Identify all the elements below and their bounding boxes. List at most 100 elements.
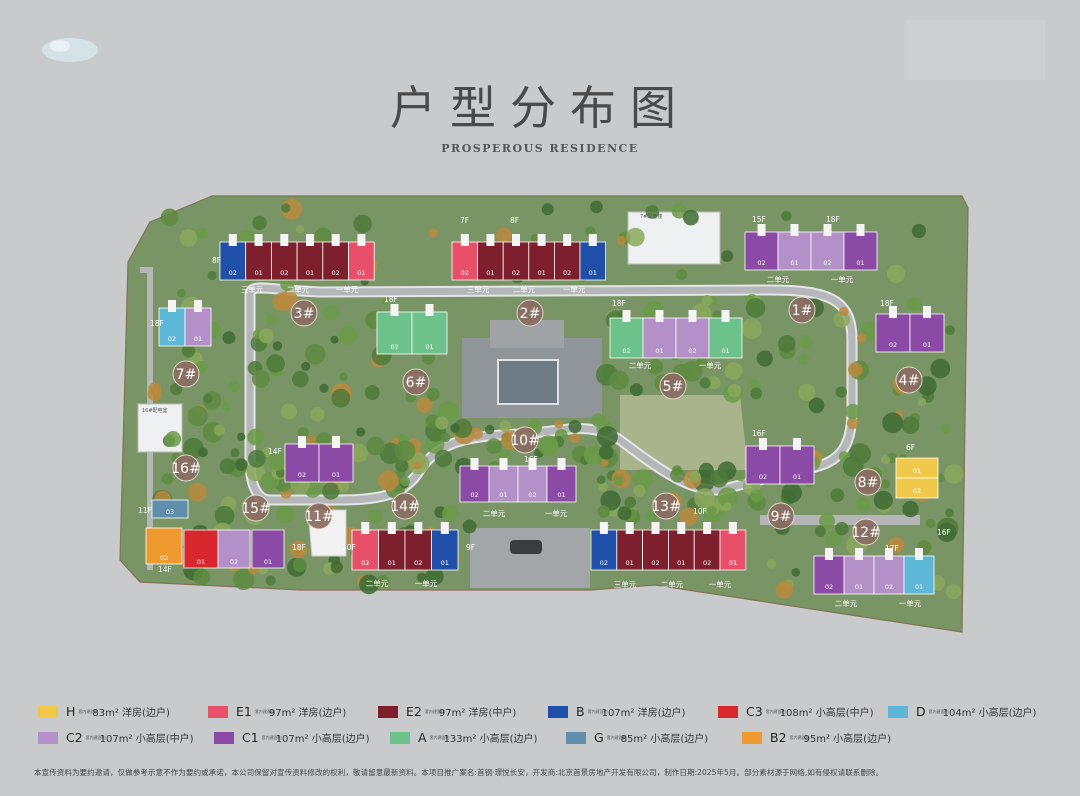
tree-icon [873,490,893,510]
tree-icon [689,470,701,483]
floor-label: 7F [460,216,469,225]
tree-icon [322,482,340,500]
unit-number: 01 [441,559,449,567]
unit-e2 [378,529,406,571]
tree-icon [679,507,698,526]
unit-number: 02 [280,269,288,277]
tree-icon [721,250,734,262]
tree-icon [707,376,721,390]
unit-number: 02 [230,558,238,566]
tree-icon [252,370,270,388]
unit-g [151,499,189,519]
building-number: 13# [651,499,681,515]
tree-icon [791,568,801,577]
tree-icon [442,505,459,523]
stair-core [889,306,897,318]
tree-icon [230,448,240,458]
unit-number: 02 [361,559,369,567]
unit-number: 02 [229,269,237,277]
floor-label: 18F [384,295,398,304]
tree-icon [676,269,688,281]
building-number: 2# [520,306,541,322]
stair-core [855,548,863,560]
tree-icon [945,325,955,336]
floor-label: 16F [752,429,766,438]
tree-icon [717,487,739,508]
tree-icon [440,432,451,443]
tree-icon [835,386,847,398]
stair-core [721,310,730,322]
tree-icon [228,380,241,393]
tree-icon [252,215,267,231]
tree-icon [925,518,936,529]
stair-core [823,224,832,236]
tree-icon [297,427,309,439]
unit-number: 01 [197,558,205,566]
building-number: 3# [294,306,315,322]
building-number: 8# [858,475,879,491]
legend-desc: 107m² 小高层(边户) [275,734,370,745]
stair-core [793,438,801,450]
unit-number: 02 [703,559,711,567]
tree-icon [600,490,621,511]
building-number: 10# [510,433,540,449]
unit-number: 01 [357,269,365,277]
tree-icon [598,482,609,492]
tree-icon [930,358,951,379]
building-badge [854,468,882,496]
tree-icon [301,361,311,371]
stair-core [486,234,495,246]
tree-icon [400,476,410,487]
tree-icon [830,488,845,502]
legend-area-label: 套内建面约 [78,708,99,714]
tree-icon [496,227,512,243]
tree-icon [416,397,433,414]
tree-icon [177,288,186,298]
tree-icon [170,382,183,396]
tree-icon [338,325,358,345]
tree-icon [395,459,409,473]
tree-icon [484,424,495,435]
tree-icon [633,469,654,489]
tree-icon [319,383,329,393]
unit-number: 02 [168,335,176,343]
building-badge [305,502,333,530]
tree-icon [267,451,287,471]
stair-core [387,522,396,534]
tree-icon [694,488,716,510]
unit-b [579,241,607,281]
tree-icon [207,270,217,281]
legend-area-label: 套内建面约 [85,734,106,740]
unit-number: 01 [486,269,494,277]
tree-icon [568,420,582,434]
unit-c1 [909,313,945,353]
stair-core [588,234,597,246]
unit-number: 01 [721,347,729,355]
stair-core [825,548,833,560]
unit-number: 01 [913,467,921,475]
legend-desc: 97m² 洋房(边户) [268,708,347,719]
legend-swatch [38,731,58,744]
unit-number: 01 [332,471,340,479]
tree-icon [292,370,309,388]
tree-icon [583,445,603,465]
unit-number: 03 [166,508,174,516]
legend-swatch [888,705,908,718]
legend-swatch [214,731,234,744]
unit-b [219,241,247,281]
tree-icon [349,443,369,463]
unit-number: 01 [793,473,801,481]
tree-icon [193,568,211,586]
stair-core [651,522,660,534]
tree-icon [222,331,236,344]
unit-number: 01 [425,343,433,351]
stair-core [557,458,566,470]
